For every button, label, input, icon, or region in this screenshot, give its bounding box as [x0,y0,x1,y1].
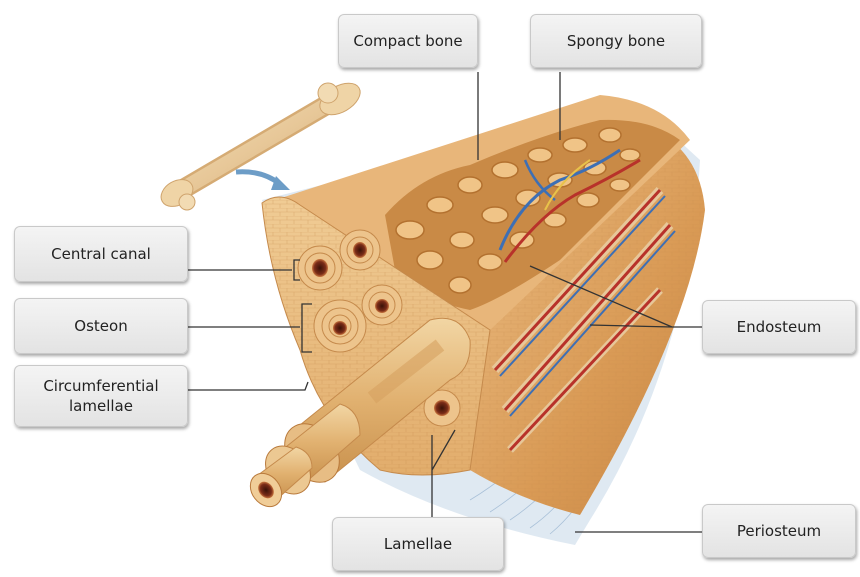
label-spongy-bone-text: Spongy bone [567,31,665,51]
leader-circumferential-lamellae [188,382,308,390]
label-compact-bone: Compact bone [338,14,478,68]
label-circumferential-lamellae-text: Circumferential lamellae [43,376,158,417]
label-central-canal-text: Central canal [51,244,151,264]
zoom-arrow-icon [236,172,280,184]
label-periosteum: Periosteum [702,504,856,558]
label-circumferential-lamellae: Circumferential lamellae [14,365,188,427]
label-central-canal: Central canal [14,226,188,282]
label-periosteum-text: Periosteum [737,521,821,541]
label-endosteum-text: Endosteum [737,317,822,337]
label-osteon-text: Osteon [74,316,127,336]
label-lamellae-text: Lamellae [384,534,452,554]
label-endosteum: Endosteum [702,300,856,354]
label-compact-bone-text: Compact bone [353,31,462,51]
label-osteon: Osteon [14,298,188,354]
label-spongy-bone: Spongy bone [530,14,702,68]
label-lamellae: Lamellae [332,517,504,571]
